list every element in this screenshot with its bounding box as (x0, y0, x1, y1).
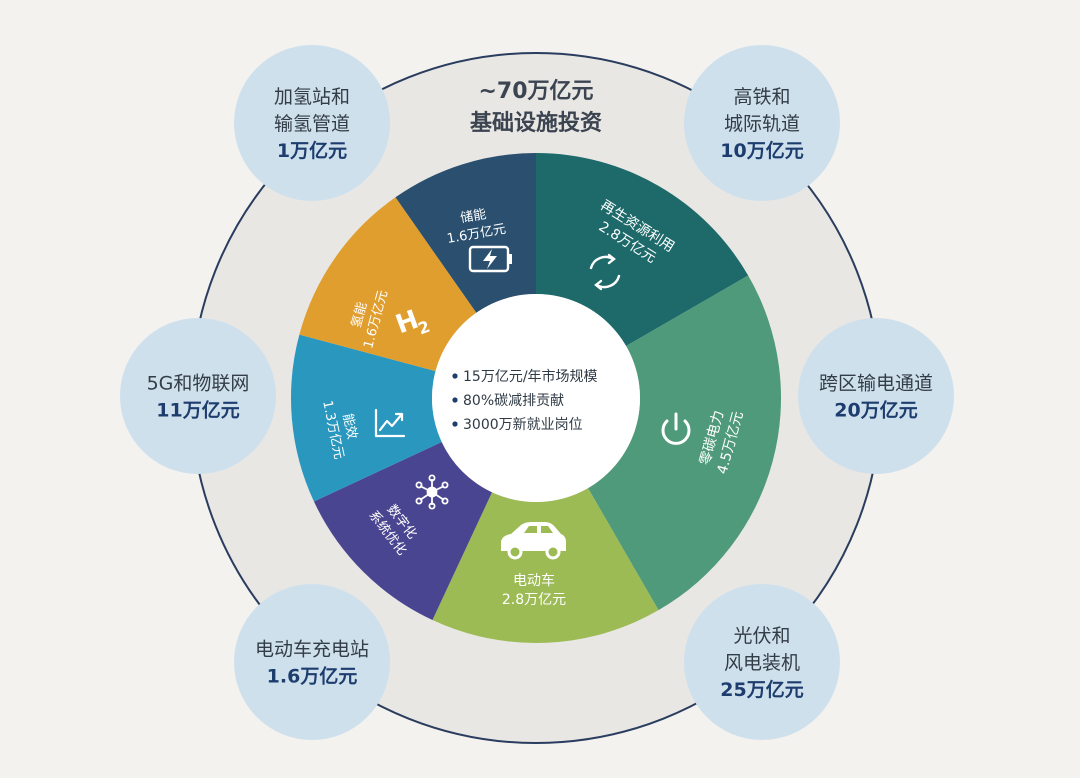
bullet-dot (452, 373, 458, 379)
bubble-circle (234, 45, 390, 201)
segment-renewable-resource (536, 153, 749, 346)
total-amount: ~70万亿元 (478, 79, 593, 104)
bubble-value: 25万亿元 (720, 678, 803, 701)
bullet-carbon-reduction: 80%碳减排贡献 (463, 393, 564, 409)
bubble-5g-iot: 5G和物联网 11万亿元 (120, 318, 276, 474)
bubble-name: 跨区输电通道 (819, 373, 933, 395)
bubble-circle (684, 45, 840, 201)
bubble-value: 20万亿元 (834, 399, 917, 422)
total-label: 基础设施投资 (470, 110, 602, 136)
bullet-dot (452, 397, 458, 403)
donut-center (432, 294, 640, 502)
bubble-circle (684, 584, 840, 740)
bubble-value: 11万亿元 (156, 399, 239, 422)
segment-name: 能效 (339, 412, 359, 441)
power-icon (661, 412, 691, 445)
bullet-dot (452, 421, 458, 427)
bubble-name: 风电装机 (724, 652, 800, 674)
segment-hydrogen (299, 197, 477, 372)
bubble-uhv-transmission: 跨区输电通道 20万亿元 (798, 318, 954, 474)
bubble-value: 1万亿元 (277, 139, 347, 162)
bubble-circle (120, 318, 276, 474)
bullet-jobs: 3000万新就业岗位 (463, 417, 583, 433)
segment-electric-vehicle (432, 488, 659, 643)
segment-value: 2.8万亿元 (502, 592, 566, 608)
bubble-name: 高铁和 (733, 86, 790, 108)
chart-trend-icon (374, 408, 406, 438)
segment-name: 电动车 (513, 572, 555, 589)
bubble-name: 电动车充电站 (255, 639, 369, 661)
recycle-icon (589, 253, 621, 291)
bullet-market-size: 15万亿元/年市场规模 (463, 368, 598, 385)
bubble-name: 5G和物联网 (147, 373, 250, 395)
segment-name: 氢能 (349, 301, 370, 330)
center-bullets: 15万亿元/年市场规模 80%碳减排贡献 3000万新就业岗位 (452, 368, 598, 433)
battery-icon (468, 245, 512, 273)
segment-zero-carbon-power (588, 275, 781, 611)
bubble-ev-charging: 电动车充电站 1.6万亿元 (234, 584, 390, 740)
segment-efficiency (291, 334, 442, 502)
segment-name: 储能 (459, 207, 487, 226)
bubble-name: 加氢站和 (274, 86, 350, 108)
bubble-circle (798, 318, 954, 474)
bubble-value: 10万亿元 (720, 139, 803, 162)
network-icon (415, 474, 449, 510)
bubble-value: 1.6万亿元 (267, 665, 358, 688)
segment-energy-storage (395, 153, 536, 313)
bubble-name: 输氢管道 (274, 113, 350, 135)
bubble-name: 光伏和 (733, 625, 790, 647)
bubble-circle (234, 584, 390, 740)
bubble-name: 城际轨道 (724, 113, 800, 135)
segment-label-electric-vehicle: 电动车 2.8万亿元 (502, 572, 566, 608)
car-icon (501, 522, 566, 560)
